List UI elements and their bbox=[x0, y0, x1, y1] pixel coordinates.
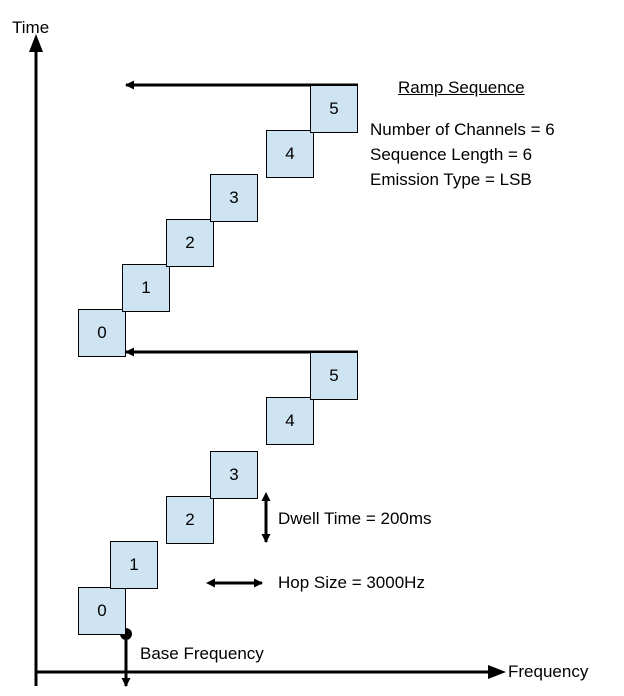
ramp-cell: 3 bbox=[210, 451, 258, 499]
ramp-cell: 2 bbox=[166, 219, 214, 267]
ramp-cell: 3 bbox=[210, 174, 258, 222]
ramp-cell: 1 bbox=[122, 264, 170, 312]
ramp-cell: 2 bbox=[166, 496, 214, 544]
panel-title: Ramp Sequence bbox=[398, 78, 525, 97]
ramp-cell: 5 bbox=[310, 85, 358, 133]
panel-line-sequence-length: Sequence Length = 6 bbox=[370, 145, 533, 164]
dwell-time-label: Dwell Time = 200ms bbox=[278, 509, 432, 528]
hop-size-label: Hop Size = 3000Hz bbox=[278, 573, 425, 592]
info-panel: Ramp Sequence Number of Channels = 6 Seq… bbox=[370, 78, 600, 195]
x-axis-label: Frequency bbox=[508, 662, 589, 681]
ramp-cell: 5 bbox=[310, 352, 358, 400]
ramp-cell: 4 bbox=[266, 397, 314, 445]
x-axis-arrow bbox=[488, 665, 506, 679]
ramp-cell: 0 bbox=[78, 587, 126, 635]
ramp-cell: 1 bbox=[110, 541, 158, 589]
ramp-cell: 0 bbox=[78, 309, 126, 357]
panel-line-emission-type: Emission Type = LSB bbox=[370, 170, 532, 189]
panel-line-channels: Number of Channels = 6 bbox=[370, 120, 555, 139]
ramp-cell: 4 bbox=[266, 130, 314, 178]
base-frequency-label: Base Frequency bbox=[140, 644, 264, 663]
y-axis-label: Time bbox=[12, 18, 50, 37]
y-axis-arrow bbox=[29, 34, 43, 52]
